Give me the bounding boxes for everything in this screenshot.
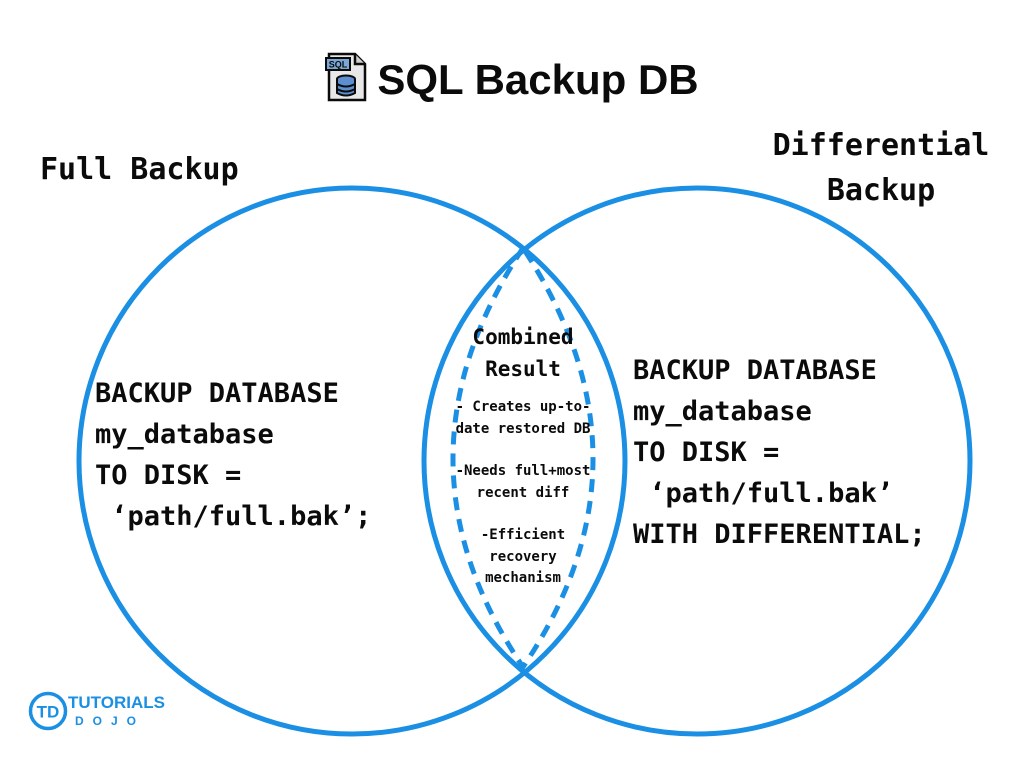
sql-database-file-icon: SQL: [325, 52, 369, 113]
full-backup-label: Full Backup: [40, 152, 239, 187]
logo-monogram: TD: [37, 703, 60, 722]
combined-result: Combined Result - Creates up-to- date re…: [440, 321, 606, 611]
full-backup-circle: [76, 185, 628, 737]
page-title: SQL SQL Backup DB: [0, 52, 1024, 113]
logo-line1: TUTORIALS: [68, 693, 165, 712]
logo-line2: DOJO: [75, 714, 146, 728]
combined-result-title: Combined Result: [472, 325, 574, 381]
differential-backup-label: Differential Backup: [772, 128, 990, 208]
combined-point: -Needs full+most recent diff: [455, 463, 591, 501]
differential-backup-circle: [421, 185, 973, 737]
overlap-dashed-region: [450, 243, 596, 672]
combined-point: - Creates up-to- date restored DB: [455, 399, 591, 437]
sql-icon-text: SQL: [329, 60, 348, 70]
title-text: SQL Backup DB: [377, 56, 699, 103]
full-backup-sql: BACKUP DATABASE my_database TO DISK = ‘p…: [95, 378, 372, 532]
logo-text: TUTORIALS DOJO: [68, 693, 165, 730]
combined-point: -Efficient recovery mechanism: [480, 527, 566, 586]
differential-backup-sql: BACKUP DATABASE my_database TO DISK = ‘p…: [633, 355, 926, 550]
combined-result-points: - Creates up-to- date restored DB -Needs…: [440, 397, 606, 590]
tutorials-dojo-logo-icon: TD: [28, 691, 68, 735]
